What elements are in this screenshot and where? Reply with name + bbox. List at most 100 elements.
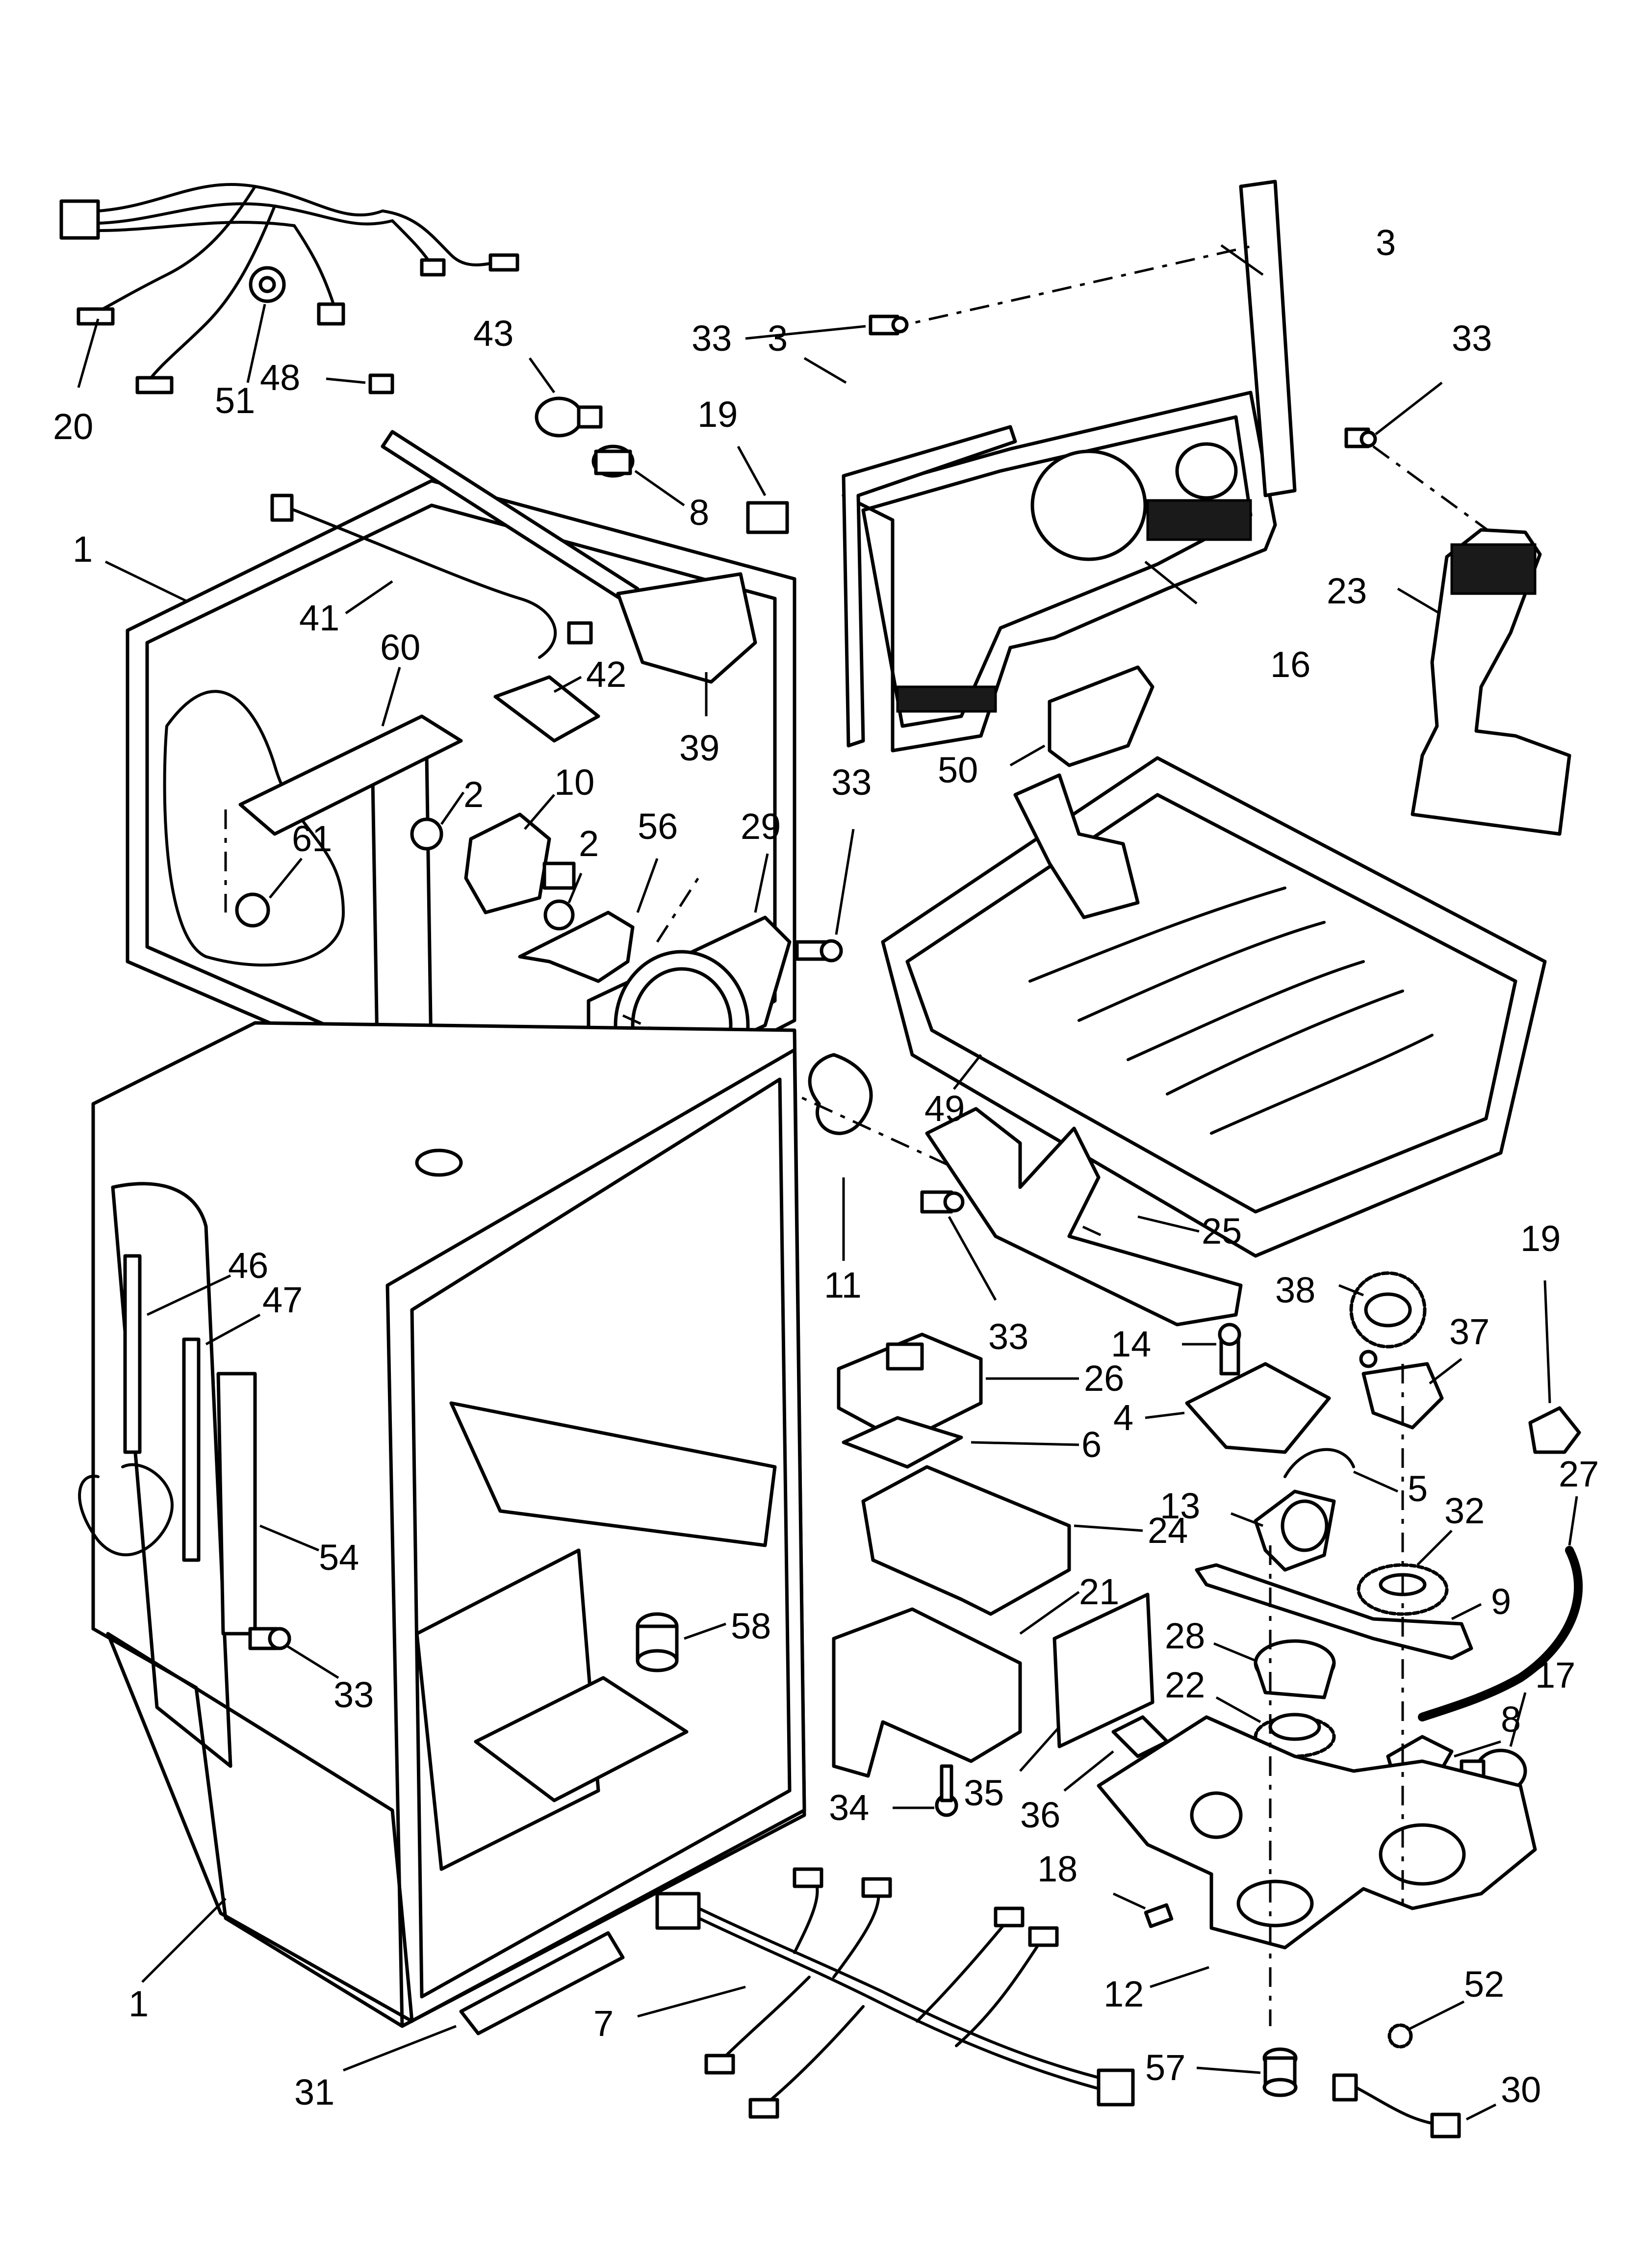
knob <box>543 899 575 931</box>
evaporator-cover <box>842 391 1277 753</box>
callout-35: 35 <box>964 1773 1004 1813</box>
screw <box>935 1764 958 1817</box>
callout-32: 32 <box>1444 1490 1485 1531</box>
callout-38: 38 <box>1275 1270 1315 1310</box>
callout-12: 12 <box>1103 1974 1144 2014</box>
clip <box>1528 1406 1581 1454</box>
clip <box>746 501 789 534</box>
callout-37: 37 <box>1449 1311 1489 1352</box>
cover <box>1048 665 1155 767</box>
callout-16: 16 <box>1270 644 1310 685</box>
callout-11: 11 <box>824 1265 862 1305</box>
callout-18: 18 <box>1037 1849 1078 1889</box>
spring <box>1283 1448 1355 1478</box>
callout-24: 24 <box>1148 1510 1188 1551</box>
callout-39: 39 <box>679 728 719 768</box>
bumper <box>1262 2047 1298 2097</box>
plug <box>636 1612 679 1672</box>
callout-29: 29 <box>741 806 781 847</box>
callout-51: 51 <box>215 380 255 421</box>
callout-22: 22 <box>1165 1665 1205 1705</box>
callout-4: 4 <box>1113 1397 1133 1438</box>
control-board <box>1185 1362 1331 1454</box>
callout-43: 43 <box>473 313 513 354</box>
callout-46: 46 <box>228 1245 268 1286</box>
callout-54: 54 <box>319 1537 359 1578</box>
callout-8: 8 <box>689 492 709 533</box>
switch-housing <box>837 1332 983 1444</box>
tube <box>459 1931 625 2035</box>
callout-23: 23 <box>1327 571 1367 611</box>
heater <box>216 1372 257 1636</box>
callout-50: 50 <box>938 750 978 790</box>
knob <box>410 817 443 851</box>
callout-17: 17 <box>1535 1655 1575 1695</box>
cover <box>861 1465 1071 1616</box>
callout-33: 33 <box>1452 318 1492 359</box>
callout-33: 33 <box>988 1316 1028 1357</box>
callout-2: 2 <box>463 774 484 815</box>
callout-3: 3 <box>1376 222 1396 263</box>
bracket <box>518 911 635 983</box>
motor <box>1254 1489 1336 1572</box>
callout-33: 33 <box>831 762 872 803</box>
callout-48: 48 <box>260 357 300 398</box>
callout-36: 36 <box>1020 1795 1060 1835</box>
callout-33: 33 <box>692 318 732 359</box>
tube <box>123 1254 142 1454</box>
auger-motor-bracket <box>925 1107 1243 1327</box>
callout-52: 52 <box>1464 1964 1504 2005</box>
callout-21: 21 <box>1079 1571 1119 1612</box>
callout-28: 28 <box>1165 1616 1205 1656</box>
tube <box>182 1337 201 1562</box>
screw <box>795 939 843 963</box>
screw <box>920 1190 965 1214</box>
callout-8: 8 <box>1501 1699 1521 1740</box>
callout-57: 57 <box>1145 2047 1185 2088</box>
light-housing <box>616 572 757 684</box>
callout-1: 1 <box>128 1983 149 2024</box>
callout-34: 34 <box>829 1787 869 1828</box>
insulation <box>842 1416 963 1469</box>
callout-41: 41 <box>299 598 339 638</box>
callout-60: 60 <box>380 627 420 668</box>
callout-30: 30 <box>1501 2069 1541 2110</box>
callout-3: 3 <box>768 318 788 359</box>
callout-58: 58 <box>731 1606 771 1646</box>
wire-harness-lower <box>655 1867 1135 2119</box>
wire-harness-small <box>1332 2073 1461 2138</box>
light-bulb <box>535 396 603 438</box>
callout-26: 26 <box>1084 1358 1124 1399</box>
callout-19: 19 <box>697 394 738 435</box>
cabinet-liner-lower <box>78 1021 806 2028</box>
callout-13: 13 <box>1160 1486 1200 1526</box>
callout-33: 33 <box>334 1674 374 1715</box>
gasket <box>842 180 1297 748</box>
control <box>464 812 576 914</box>
callout-7: 7 <box>593 2003 614 2044</box>
lamp-socket <box>591 444 635 478</box>
plug <box>1144 1903 1174 1929</box>
dispenser-housing <box>1411 528 1571 836</box>
gear <box>1254 1639 1336 1699</box>
callout-1: 1 <box>73 529 93 570</box>
callout-6: 6 <box>1081 1424 1102 1465</box>
callout-20: 20 <box>53 406 93 447</box>
bracket <box>238 714 463 836</box>
wire-harness-upper <box>59 182 519 394</box>
screw <box>1344 427 1377 448</box>
callout-42: 42 <box>586 654 626 695</box>
clip <box>368 373 394 394</box>
callout-49: 49 <box>924 1088 965 1129</box>
fan-blade <box>808 1053 873 1135</box>
gear <box>1349 1271 1427 1349</box>
cover <box>832 1607 1022 1778</box>
screw <box>1218 1323 1241 1376</box>
callout-9: 9 <box>1491 1581 1511 1622</box>
nut <box>1387 2023 1413 2049</box>
callout-14: 14 <box>1111 1324 1151 1364</box>
callout-2: 2 <box>579 823 599 864</box>
callout-47: 47 <box>262 1279 303 1320</box>
callout-labels: 20 51 48 43 19 8 1 41 60 42 39 2 10 2 61… <box>53 222 1599 2112</box>
